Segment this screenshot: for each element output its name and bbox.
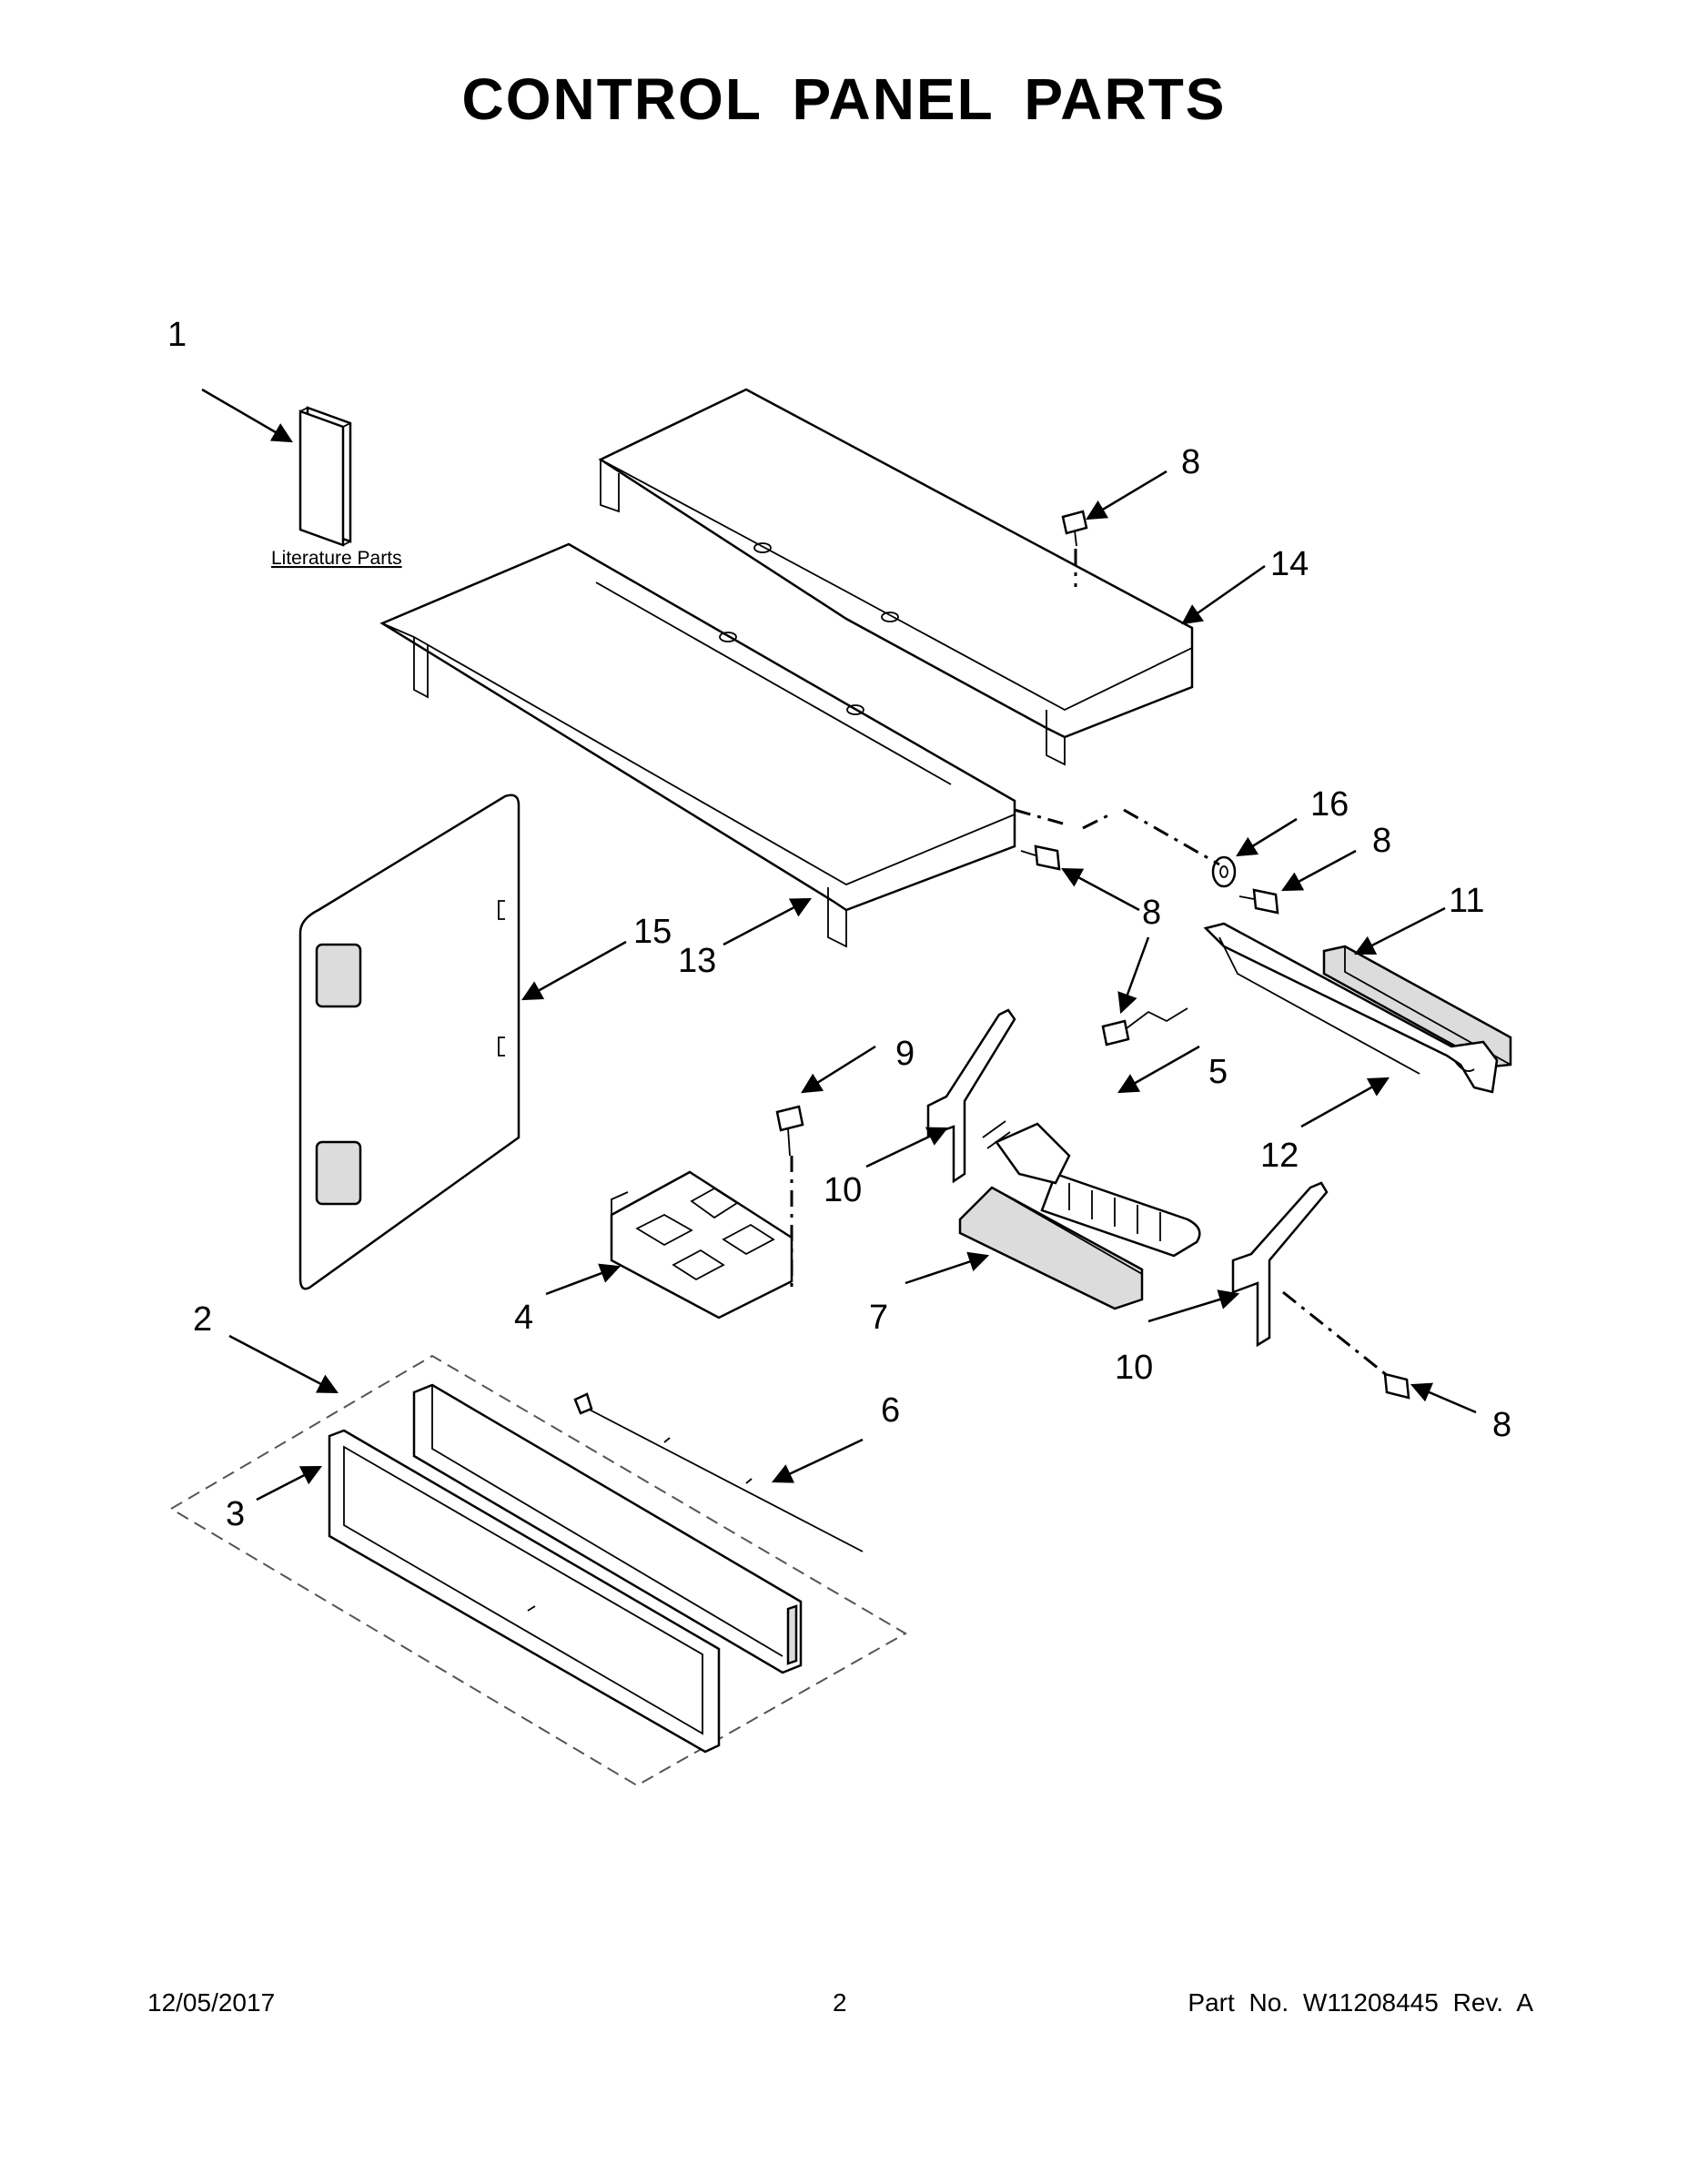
control-panel-housing [379,542,1016,948]
callout-1: 1 [167,316,187,354]
callout-2: 2 [193,1300,212,1339]
support-bracket [1203,922,1499,1094]
screw-mid-right [1238,888,1279,915]
rear-shield-panel [298,794,521,1290]
screw-lower-right [1383,1372,1410,1400]
callout-10: 10 [1115,1349,1153,1387]
callout-4: 4 [514,1299,533,1337]
console-faceplate [412,1383,803,1674]
footer-part-number: Part No. W11208445 Rev. A [1188,1988,1533,2017]
air-deflector [958,1186,1144,1310]
upright-bracket-right [1231,1181,1329,1348]
callout-13: 13 [678,942,716,980]
cooling-blower-fan [982,1120,1201,1258]
footer-page-number: 2 [833,1988,847,2017]
callout-3: 3 [226,1495,245,1533]
callout-9: 9 [895,1035,915,1073]
callout-16: 16 [1310,785,1349,824]
leader-lines [201,388,1477,1502]
callout-11: 11 [1449,882,1484,920]
callout-8: 8 [1492,1406,1511,1444]
literature-booklet [298,406,352,547]
callout-8: 8 [1181,443,1200,481]
callout-5: 5 [1208,1053,1228,1091]
callout-8: 8 [1372,822,1391,860]
callout-12: 12 [1260,1137,1299,1175]
page-title: CONTROL PANEL PARTS [461,66,1227,132]
callout-8: 8 [1142,894,1161,932]
control-board-screw [775,1105,804,1157]
callout-6: 6 [881,1391,900,1430]
screw-mid-left [1020,844,1061,871]
upper-top-panel [598,388,1194,766]
callout-14: 14 [1270,545,1309,583]
electronic-control-board [610,1170,793,1320]
control-glass-frame [328,1429,721,1754]
insulation-strip [1322,945,1512,1068]
literature-parts-label: Literature Parts [271,548,402,569]
control-trim-strip [573,1392,864,1552]
callout-15: 15 [633,913,672,951]
footer-date: 12/05/2017 [147,1988,276,2017]
screw-upper [1061,510,1088,547]
console-assembly-boundary [169,1354,908,1787]
screw-bracket [1101,1007,1188,1046]
callout-7: 7 [869,1299,888,1337]
callout-10: 10 [824,1171,862,1209]
upright-bracket-left [926,1008,1016,1184]
